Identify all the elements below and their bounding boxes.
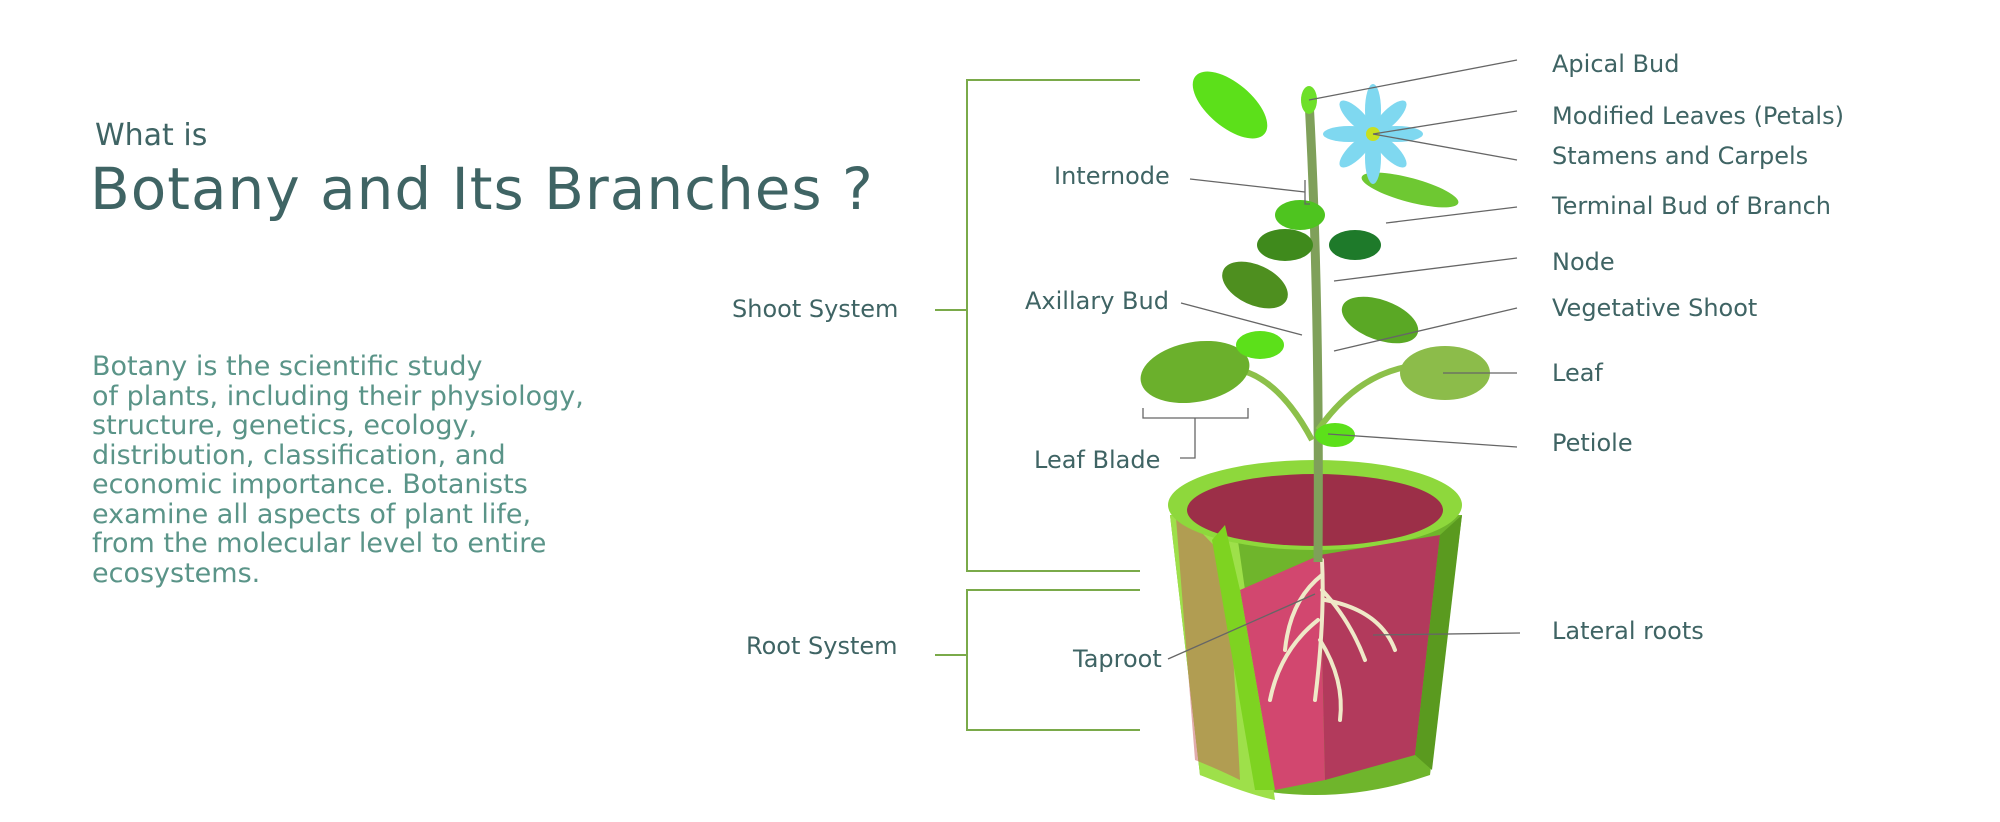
description-line: Botany is the scientific study <box>92 351 483 382</box>
plant-illustration <box>1140 71 1490 563</box>
apical-bud-label: Apical Bud <box>1552 50 1680 78</box>
terminal-bud-label: Terminal Bud of Branch <box>1552 192 1832 220</box>
description-line: structure, genetics, ecology, <box>92 410 478 441</box>
shoot-bracket <box>935 79 1140 572</box>
node-label: Node <box>1552 248 1615 276</box>
leaf-label: Leaf <box>1552 359 1603 387</box>
description: Botany is the scientific study of plants… <box>92 352 692 588</box>
flower-illustration <box>1323 84 1423 184</box>
taproot-label: Taproot <box>1073 645 1162 673</box>
page-title: Botany and Its Branches ? <box>90 155 874 223</box>
description-line: of plants, including their physiology, <box>92 380 584 412</box>
petals-label: Modified Leaves (Petals) <box>1552 102 1844 130</box>
description-line: distribution, classification, and <box>92 439 506 471</box>
description-line: from the molecular level to entire <box>92 528 547 559</box>
description-line: ecosystems. <box>92 557 261 589</box>
axillary-bud-label: Axillary Bud <box>1025 287 1169 315</box>
leaf-blade-label: Leaf Blade <box>1034 446 1161 474</box>
internode-label: Internode <box>1054 162 1170 190</box>
leader-lines <box>1142 59 1521 660</box>
roots-illustration <box>1268 558 1397 722</box>
root-system-label: Root System <box>746 632 898 660</box>
description-line: economic importance. Botanists <box>92 469 528 500</box>
stamens-label: Stamens and Carpels <box>1552 142 1809 170</box>
shoot-system-label: Shoot System <box>732 295 899 323</box>
vegetative-shoot-label: Vegetative Shoot <box>1552 294 1758 322</box>
heading-pre: What is <box>95 118 208 153</box>
description-line: examine all aspects of plant life, <box>92 498 532 530</box>
root-bracket <box>935 589 1140 731</box>
lateral-roots-label: Lateral roots <box>1552 617 1704 645</box>
petiole-label: Petiole <box>1552 429 1633 457</box>
